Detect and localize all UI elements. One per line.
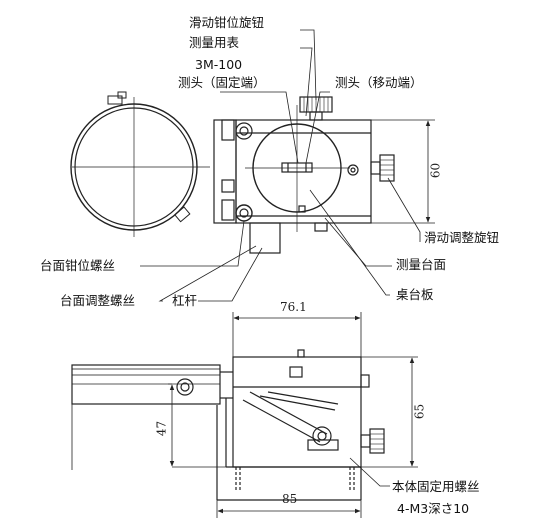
left-bracket bbox=[213, 119, 253, 224]
label-slide-lock-knob: 滑动钳位旋钮 bbox=[189, 15, 265, 30]
label-lever: 杠杆 bbox=[172, 293, 198, 308]
side-knob bbox=[360, 428, 385, 454]
body-side bbox=[216, 349, 370, 501]
dim-width-bottom: 85 bbox=[282, 492, 298, 506]
dim-60-lines bbox=[371, 119, 435, 224]
dim-width-top: 76.1 bbox=[280, 300, 307, 314]
label-fixed-probe: 测头（固定端） bbox=[178, 75, 266, 90]
dial-indicator-top bbox=[70, 91, 210, 237]
body-top bbox=[235, 105, 372, 254]
label-measuring-table: 测量台面 bbox=[396, 257, 447, 272]
label-screw-spec: 4-M3深さ10 bbox=[397, 501, 470, 516]
label-table-lock-screw: 台面钳位螺丝 bbox=[40, 258, 116, 273]
label-table-adjust-screw: 台面调整螺丝 bbox=[60, 293, 136, 308]
label-moving-probe: 测头（移动端） bbox=[335, 75, 423, 90]
dial-indicator-side bbox=[71, 364, 221, 405]
label-body-mount-screw: 本体固定用螺丝 bbox=[392, 479, 480, 494]
lever-side bbox=[242, 391, 339, 451]
slide-adjust-knob-shape bbox=[370, 154, 395, 182]
dim-height-left: 47 bbox=[154, 420, 169, 437]
label-dial-indicator: 测量用表 bbox=[189, 35, 240, 50]
dim-side-lines bbox=[71, 312, 418, 518]
dim-top-height: 60 bbox=[428, 162, 443, 179]
label-model: 3M-100 bbox=[195, 57, 243, 72]
label-slide-adjust-knob: 滑动调整旋钮 bbox=[424, 230, 500, 245]
slide-lock-knob-shape bbox=[299, 96, 333, 121]
leaders bbox=[140, 29, 421, 487]
dim-height-right: 65 bbox=[412, 403, 427, 420]
label-table-plate: 桌台板 bbox=[396, 287, 434, 302]
